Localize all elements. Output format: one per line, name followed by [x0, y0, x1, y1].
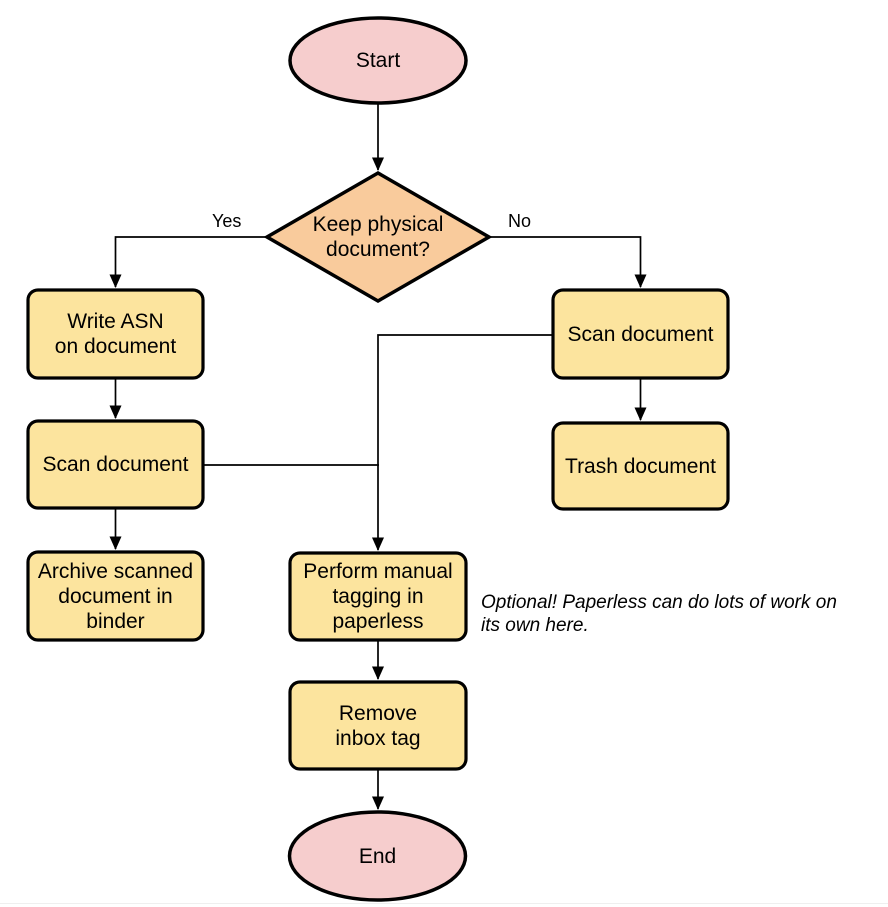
edge-decision-no-to-scan-right — [488, 236, 647, 288]
remove-inbox-shape — [288, 680, 468, 771]
archive-shape — [26, 550, 205, 642]
scan-right-shape — [551, 288, 730, 380]
scan-left-shape — [26, 419, 205, 510]
trash-shape — [551, 421, 730, 511]
write-asn-shape — [26, 288, 205, 380]
decision-diamond-shape — [263, 170, 493, 304]
tagging-shape — [288, 551, 468, 642]
edge-decision-yes-to-write-asn — [109, 236, 266, 288]
start-terminal-shape — [288, 16, 468, 105]
edge-scan-right-to-tagging — [372, 334, 553, 551]
bottom-divider — [0, 903, 888, 904]
end-terminal-shape — [287, 810, 468, 902]
